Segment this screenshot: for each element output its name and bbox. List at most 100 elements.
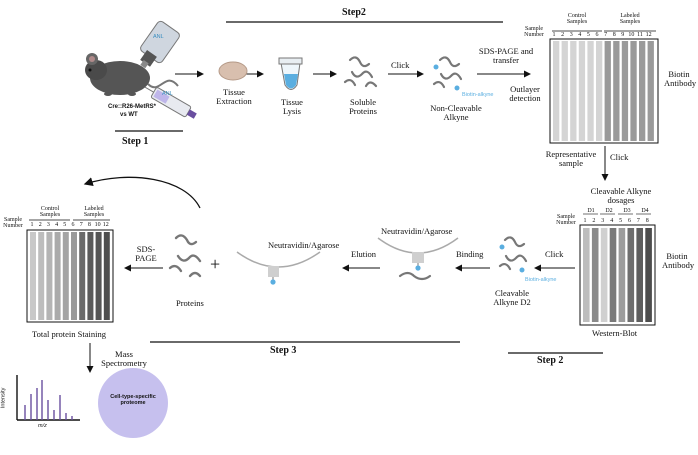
mouse-vs-wt: vs WT (120, 112, 138, 118)
bottle-label: ANL (153, 34, 164, 40)
blot-left (26, 219, 114, 323)
blot-lane (87, 232, 94, 320)
biotin-alkyne-label-top: Biotin-alkyne (462, 92, 494, 98)
lane-number: 1 (30, 222, 34, 228)
blot-lane (596, 41, 603, 141)
ms-y-axis-label: Intensity (0, 387, 7, 409)
syringe-label: ANL (162, 91, 173, 97)
blot-right-title: Cleavable Alkyne dosages (590, 186, 652, 205)
lane-number: 3 (46, 222, 50, 228)
blot-lane (38, 232, 45, 320)
blot-right (579, 213, 656, 326)
cleavable-alkyne-label: Cleavable Alkyne D2 (493, 288, 531, 307)
lane-number: 5 (586, 32, 590, 38)
blot-left-control: Control Samples (39, 206, 61, 219)
blot-lane (95, 232, 102, 320)
agarose-bead-eluted (236, 251, 321, 285)
lane-number: 6 (595, 32, 599, 38)
tissue-extraction-label: Tissue Extraction (216, 87, 252, 106)
step2-bottom-label: Step 2 (537, 355, 564, 366)
blot-lane (561, 41, 568, 141)
lane-number: 7 (79, 222, 83, 228)
biotin-alkyne-label-bottom: Biotin-alkyne (525, 277, 557, 283)
tissue-icon (218, 61, 248, 81)
lane-number: 3 (601, 218, 605, 224)
blot-lane (591, 228, 599, 322)
blot-lane (609, 228, 617, 322)
blot-top-antibody: Biotin Antibody (664, 69, 697, 88)
tissue-lysis-label: Tissue Lysis (281, 97, 303, 116)
blot-lane (647, 41, 654, 141)
click-label-middle: Click (610, 152, 629, 162)
lane-number: 2 (592, 218, 596, 224)
blot-lane (621, 41, 629, 141)
dose-group-label: D3 (623, 208, 631, 214)
lane-number: 6 (628, 218, 631, 224)
non-cleavable-alkyne-icon (432, 56, 463, 91)
lane-number: 8 (612, 32, 616, 38)
sds-page-transfer-label: SDS-PAGE and transfer (478, 46, 534, 65)
blot-lane (54, 232, 61, 320)
blot-lane (79, 232, 86, 320)
blot-lane (645, 228, 652, 322)
lane-number: 6 (71, 222, 75, 228)
mouse-genotype: Cre::R26-MetRS* (108, 104, 157, 110)
blot-top-sample-number: Sample Number (524, 26, 544, 39)
outlayer-detection-label: Outlayer detection (509, 84, 541, 103)
blot-right-antibody: Biotin Antibody (662, 251, 695, 270)
binding-label: Binding (456, 249, 484, 259)
lane-number: 2 (561, 32, 565, 38)
elution-label: Elution (351, 249, 377, 259)
blot-lane (604, 41, 611, 141)
lane-number: 5 (63, 222, 67, 228)
lane-number: 3 (569, 32, 573, 38)
blot-left-sample-number: Sample Number (3, 217, 23, 230)
blot-lane (570, 41, 577, 141)
blot-lane (71, 232, 77, 320)
blot-lane (553, 41, 560, 141)
sds-page-label: SDS-PAGE (135, 244, 157, 263)
blot-lane (46, 232, 53, 320)
lane-number: 5 (619, 218, 623, 224)
anl-syringe-icon (144, 86, 197, 119)
dose-group-label: D1 (587, 208, 595, 214)
neutravidin-label-1: Neutravidin/Agarose (381, 226, 453, 236)
lane-number: 4 (55, 222, 59, 228)
proteome-bubble-label: Cell-type-specific proteome (110, 394, 156, 406)
lane-number: 12 (102, 222, 109, 228)
lane-number: 10 (94, 222, 101, 228)
soluble-proteins-label: Soluble Proteins (349, 97, 377, 116)
blot-right-caption: Western-Blot (592, 328, 638, 338)
soluble-proteins-icon (343, 56, 378, 88)
lane-number: 8 (645, 218, 649, 224)
mass-spectrometry-label: Mass Spectrometry (101, 349, 147, 368)
lane-number: 12 (645, 32, 652, 38)
blot-lane (639, 41, 646, 141)
plus-sign: + (210, 254, 221, 274)
neutravidin-label-2: Neutravidin/Agarose (268, 240, 340, 250)
blot-right-sample-number: Sample Number (556, 214, 576, 227)
cleavable-alkyne-icon (498, 236, 528, 273)
lane-number: 4 (578, 32, 582, 38)
click-label-bottom: Click (545, 249, 564, 259)
proteome-bubble (98, 368, 168, 438)
lane-number: 11 (637, 32, 643, 38)
step2-top-label: Step2 (342, 7, 366, 18)
lane-number: 4 (610, 218, 614, 224)
blot-lane (578, 41, 586, 141)
step3-label: Step 3 (270, 345, 297, 356)
blot-lane (618, 228, 626, 322)
lane-number: 7 (604, 32, 608, 38)
blot-left-caption: Total protein Staining (32, 329, 107, 339)
blot-lane (630, 41, 637, 141)
mass-spectrum-plot (16, 375, 80, 421)
tube-icon (278, 57, 303, 90)
agarose-bead-bound (377, 237, 459, 281)
blot-left-labeled: Labeled Samples (83, 206, 105, 219)
blot-lane (587, 41, 594, 141)
blot-lane (627, 228, 635, 322)
blot-top-labeled: Labeled Samples (619, 13, 641, 26)
blot-lane (583, 228, 590, 322)
lane-number: 10 (628, 32, 635, 38)
